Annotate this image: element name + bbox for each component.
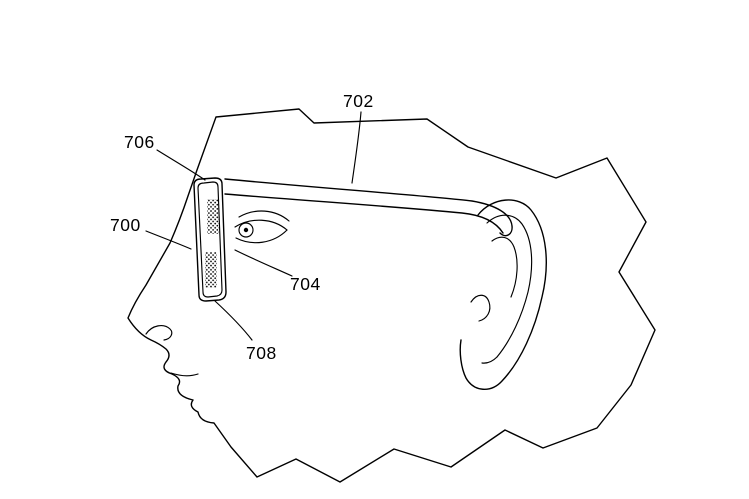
head-outline xyxy=(127,108,656,483)
ear-helix xyxy=(486,214,533,358)
sensor-patch-top xyxy=(207,199,219,234)
reference-label-706: 706 xyxy=(124,132,155,152)
sensor-patch-bottom xyxy=(205,252,217,288)
leader-line-702 xyxy=(351,111,362,184)
eye-pupil xyxy=(243,227,249,233)
device-inner-housing xyxy=(197,181,223,298)
eye-crease xyxy=(238,210,290,222)
device-outer-housing xyxy=(193,177,227,302)
temple-arm-bottom-edge xyxy=(224,193,504,234)
eye-lower-lid xyxy=(235,229,288,244)
eye-iris xyxy=(238,222,254,238)
leader-line-704 xyxy=(234,249,293,277)
ear-inner-fold xyxy=(491,236,518,298)
ear-outline xyxy=(459,199,547,390)
leader-line-706 xyxy=(156,149,206,181)
mouth-line xyxy=(170,372,199,377)
nostril-detail xyxy=(145,324,173,341)
reference-label-702: 702 xyxy=(343,91,374,111)
temple-arm-top-edge xyxy=(224,178,513,237)
ear-antitragus xyxy=(481,356,498,364)
reference-label-704: 704 xyxy=(290,274,321,294)
leader-line-708 xyxy=(214,300,253,341)
ear-tragus xyxy=(470,294,491,322)
leader-line-700 xyxy=(145,230,192,250)
reference-label-700: 700 xyxy=(110,215,141,235)
reference-label-708: 708 xyxy=(246,343,277,363)
eye-upper-lid xyxy=(234,219,288,231)
